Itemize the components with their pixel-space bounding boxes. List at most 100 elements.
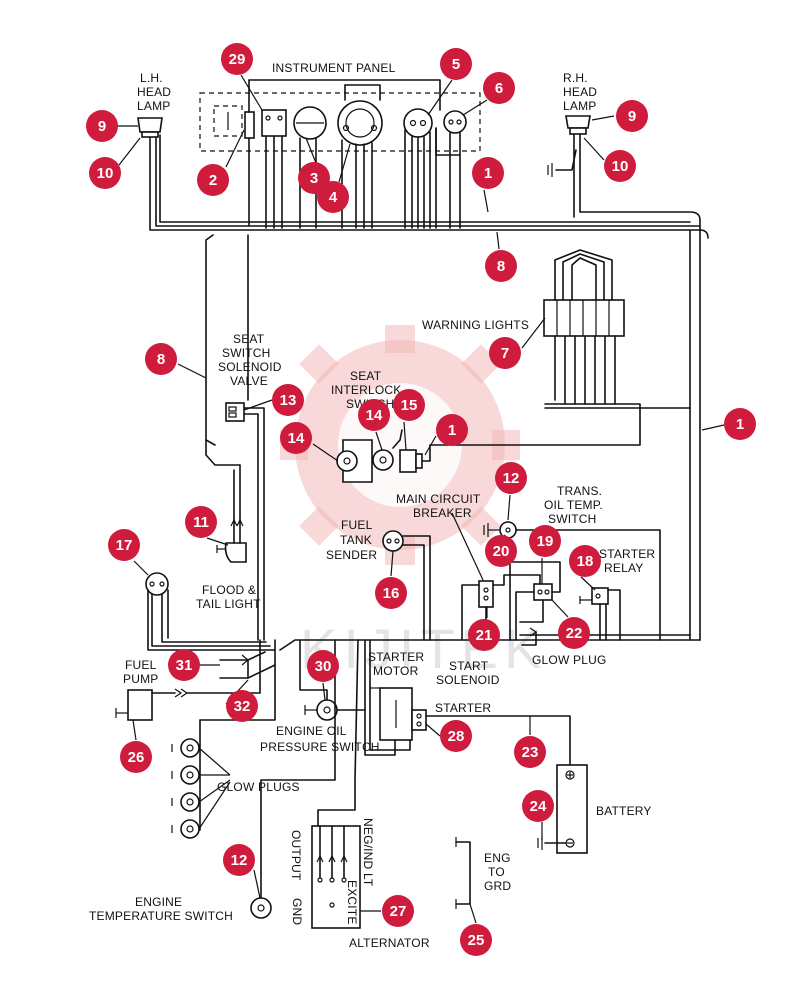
svg-text:TO: TO (488, 865, 505, 879)
alternator-label: ALTERNATOR (349, 936, 430, 950)
leader-lines (118, 74, 725, 924)
callout-30: 30 (307, 650, 339, 682)
svg-text:25: 25 (468, 932, 485, 949)
callout-2: 2 (197, 164, 229, 196)
callout-15: 15 (393, 389, 425, 421)
svg-text:17: 17 (116, 537, 133, 554)
callout-4: 4 (317, 181, 349, 213)
svg-text:LAMP: LAMP (137, 99, 170, 113)
svg-text:10: 10 (612, 158, 629, 175)
svg-text:FUEL: FUEL (341, 518, 373, 532)
callout-10: 10 (89, 157, 121, 189)
svg-text:SOLENOID: SOLENOID (436, 673, 500, 687)
svg-text:GRD: GRD (484, 879, 511, 893)
callout-9: 9 (86, 110, 118, 142)
svg-text:6: 6 (495, 80, 503, 97)
instrument-panel (199, 92, 481, 152)
callout-5: 5 (440, 48, 472, 80)
svg-text:FUEL: FUEL (125, 658, 157, 672)
svg-text:FLOOD &: FLOOD & (202, 583, 256, 597)
svg-text:ENGINE OIL: ENGINE OIL (276, 724, 347, 738)
svg-text:7: 7 (501, 345, 509, 362)
start-solenoid-label: START SOLENOID (436, 659, 500, 687)
callout-6: 6 (483, 72, 515, 104)
alternator-excite-label: EXCITE (345, 880, 359, 925)
svg-text:SEAT: SEAT (233, 332, 265, 346)
callout-17: 17 (108, 529, 140, 561)
callout-18: 18 (569, 545, 601, 577)
svg-text:STARTER: STARTER (368, 650, 424, 664)
svg-text:23: 23 (522, 744, 539, 761)
svg-text:BREAKER: BREAKER (413, 506, 472, 520)
glow-plugs (171, 639, 276, 839)
lh-head-lamp-label: L.H. HEAD LAMP (137, 71, 171, 113)
svg-text:13: 13 (280, 392, 297, 409)
svg-text:START: START (449, 659, 489, 673)
svg-text:2: 2 (209, 172, 217, 189)
svg-text:20: 20 (493, 543, 510, 560)
svg-text:12: 12 (503, 470, 520, 487)
flood-tail-light (216, 464, 247, 563)
svg-text:TAIL LIGHT: TAIL LIGHT (196, 597, 261, 611)
callout-1: 1 (472, 157, 504, 189)
svg-text:14: 14 (288, 430, 305, 447)
callout-9: 9 (616, 100, 648, 132)
svg-text:TANK: TANK (340, 533, 372, 547)
callout-8: 8 (485, 250, 517, 282)
svg-text:32: 32 (234, 698, 251, 715)
callout-14: 14 (358, 399, 390, 431)
callout-14: 14 (280, 422, 312, 454)
svg-text:RELAY: RELAY (604, 561, 643, 575)
svg-text:27: 27 (390, 903, 407, 920)
flood-tail-label: FLOOD & TAIL LIGHT (196, 583, 261, 611)
callout-28: 28 (440, 720, 472, 752)
svg-text:OIL TEMP.: OIL TEMP. (544, 498, 603, 512)
callout-27: 27 (382, 895, 414, 927)
svg-text:3: 3 (310, 170, 318, 187)
engine-to-ground (455, 837, 471, 909)
lh-head-lamp (137, 117, 163, 138)
svg-text:SWITCH: SWITCH (222, 346, 271, 360)
glow-plug-label: GLOW PLUG (532, 653, 606, 667)
callout-31: 31 (168, 649, 200, 681)
svg-text:MOTOR: MOTOR (373, 664, 419, 678)
svg-text:1: 1 (484, 165, 492, 182)
svg-text:VALVE: VALVE (230, 374, 268, 388)
callout-23: 23 (514, 736, 546, 768)
seat-switch-label: SEAT SWITCH SOLENOID VALVE (218, 332, 282, 388)
callout-26: 26 (120, 741, 152, 773)
starter-relay-label: STARTER RELAY (599, 547, 655, 575)
callout-1: 1 (724, 408, 756, 440)
starter-motor-label: STARTER MOTOR (368, 650, 424, 678)
engine-temp-label: ENGINE TEMPERATURE SWITCH (89, 895, 233, 923)
callout-16: 16 (375, 577, 407, 609)
svg-text:1: 1 (736, 416, 744, 433)
svg-text:5: 5 (452, 56, 460, 73)
main-circuit-breaker-label: MAIN CIRCUIT BREAKER (396, 492, 481, 520)
fuel-tank-label: FUEL TANK SENDER (326, 518, 377, 562)
trans-oil-label: TRANS. OIL TEMP. SWITCH (544, 484, 603, 526)
callout-12: 12 (495, 462, 527, 494)
svg-text:28: 28 (448, 728, 465, 745)
glow-plugs-label: GLOW PLUGS (217, 780, 300, 794)
callout-8: 8 (145, 343, 177, 375)
fuel-pump-label: FUEL PUMP (123, 658, 158, 686)
watermark-text: KIJITEK (300, 617, 547, 680)
svg-text:MAIN CIRCUIT: MAIN CIRCUIT (396, 492, 481, 506)
callout-29: 29 (221, 43, 253, 75)
instrument-panel-label: INSTRUMENT PANEL (272, 61, 396, 75)
svg-text:24: 24 (530, 798, 547, 815)
svg-text:PUMP: PUMP (123, 672, 158, 686)
callout-13: 13 (272, 384, 304, 416)
alternator (311, 639, 361, 929)
callout-24: 24 (522, 790, 554, 822)
battery (537, 764, 588, 854)
rh-head-lamp (547, 115, 591, 177)
callout-25: 25 (460, 924, 492, 956)
callout-12: 12 (223, 844, 255, 876)
engine-oil-pressure-switch (299, 639, 366, 721)
connector-31 (219, 651, 276, 679)
glow-plug-relay (509, 561, 561, 646)
svg-text:STARTER: STARTER (599, 547, 655, 561)
